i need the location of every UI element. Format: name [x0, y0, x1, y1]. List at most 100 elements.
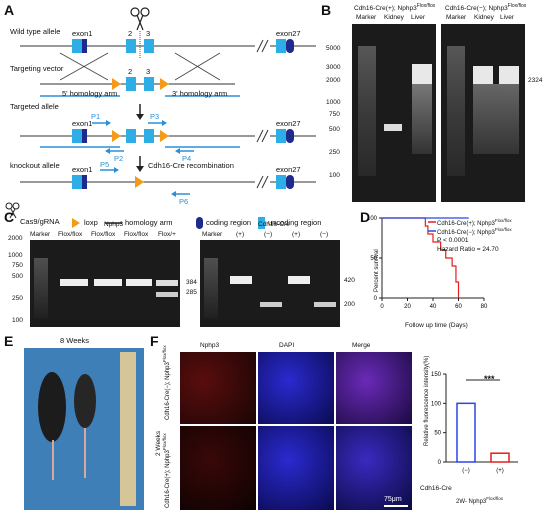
- sig-stars: ***: [484, 374, 495, 384]
- bar-sub-label: 2W- Nphp3Flox/flox: [456, 496, 504, 505]
- age-2weeks: 2 Weeks: [155, 430, 162, 456]
- lane-c2-0: Marker: [202, 231, 223, 238]
- survival-line-0: [382, 217, 460, 298]
- band-label-2324: 2324: [528, 77, 543, 84]
- lane-c1-4: Flox/+: [158, 231, 176, 238]
- primer-p1: P1: [91, 112, 101, 121]
- img-merge-bottom: [336, 426, 412, 510]
- panel-letter-e: E: [4, 333, 14, 349]
- survival-xlabel: Follow up time (Days): [405, 322, 468, 329]
- lane-c2-3: (+): [292, 231, 301, 238]
- scale-bar-label: 75μm: [384, 496, 402, 503]
- ladder-b-1000: 1000: [326, 99, 341, 106]
- lane-b-liver: Liver: [411, 14, 426, 21]
- legend-cre-neg: Cdh16-Cre(−); Nphp3Flox/flox: [437, 227, 512, 236]
- y-tick-label: 0: [374, 296, 378, 302]
- bar-1: [490, 452, 510, 463]
- label-knockout-allele: knockout allele: [10, 161, 60, 170]
- survival-chart: 0 20 40 60 80 0 50 100: [367, 216, 488, 310]
- gel-c-right: [200, 240, 340, 327]
- panel-letter-b: B: [321, 2, 332, 18]
- exon3-label-tv: 3: [146, 67, 151, 76]
- legend-coding: coding region: [206, 218, 252, 227]
- bar-group-label: Cdh16-Cre: [420, 485, 452, 492]
- label-targeting-vector: Targeting vector: [10, 64, 64, 73]
- exon27-label-ko: exon27: [276, 165, 301, 174]
- panel-letter-a: A: [4, 2, 15, 18]
- legend-loxp: loxp: [84, 218, 98, 227]
- gel-c-gene2: Cdh16-Cre: [258, 221, 290, 228]
- bar-y-tick-label: 50: [434, 431, 441, 437]
- lane-c2-1: (+): [236, 231, 245, 238]
- pvalue-text: P < 0.0001: [437, 237, 469, 244]
- bar-category-label: (−): [462, 468, 470, 474]
- mouse-large: [38, 372, 66, 442]
- hazard-text: Hazard Ratio = 24.70: [437, 246, 499, 253]
- lane-c2-4: (−): [320, 231, 329, 238]
- legend-uncoding: uncoding region: [268, 218, 322, 227]
- primer-p6: P6: [179, 197, 189, 206]
- scissors-icon: [130, 7, 150, 31]
- ladder-c-500: 500: [12, 273, 23, 280]
- exon2-label-tv: 2: [128, 67, 133, 76]
- bar-y-tick-label: 0: [438, 460, 442, 466]
- legend-homology: homology arm: [125, 218, 173, 227]
- ladder-b-5000: 5000: [326, 45, 341, 52]
- homology-3-label: 3' homology arm: [172, 89, 228, 98]
- ladder-c-2000: 2000: [8, 235, 23, 242]
- y-tick-label: 50: [370, 256, 377, 262]
- recombination-label: Cdh16-Cre recombination: [148, 161, 234, 170]
- gel-b-header-right: Cdh16-Cre(−); Nphp3Flox/flox: [445, 3, 527, 13]
- col-nphp3: Nphp3: [200, 342, 220, 349]
- gel-b-left: [352, 24, 436, 202]
- mouse-small: [74, 374, 96, 428]
- panel-letter-c: C: [4, 209, 15, 225]
- scale-bar: [384, 505, 408, 507]
- img-merge-top: [336, 352, 412, 424]
- primer-p3: P3: [150, 112, 160, 121]
- x-tick-label: 80: [481, 304, 488, 310]
- exon2-label: 2: [128, 29, 133, 38]
- band-label-420: 420: [344, 277, 355, 284]
- lane-c1-1: Flox/flox: [58, 231, 83, 238]
- lane-b-liver2: Liver: [500, 14, 515, 21]
- img-dapi-bottom: [258, 426, 334, 510]
- row-bottom-label: Cdh16-Cre(+); Nphp3Flox/flox: [162, 433, 171, 508]
- ladder-c-100: 100: [12, 317, 23, 324]
- col-merge: Merge: [352, 342, 371, 349]
- row-top-label: Cdh16-Cre(−); Nphp3Flox/flox: [162, 345, 171, 420]
- bar-0: [456, 402, 476, 463]
- scissors-icon: [5, 202, 20, 219]
- gel-c-left: [30, 240, 180, 327]
- lane-b-marker: Marker: [356, 14, 377, 21]
- img-nphp3-top: [180, 352, 256, 424]
- x-tick-label: 60: [455, 304, 462, 310]
- legend-cre-pos: Cdh16-Cre(+); Nphp3Flox/flox: [437, 218, 512, 227]
- bar-ylabel: Relative fluorescence intensity(%): [424, 355, 430, 446]
- img-nphp3-bottom: [180, 426, 256, 510]
- bar-y-tick-label: 150: [431, 372, 442, 378]
- x-tick-label: 40: [430, 304, 437, 310]
- ladder-b-750: 750: [329, 111, 340, 118]
- y-tick-label: 100: [367, 216, 378, 222]
- ladder-c-250: 250: [12, 295, 23, 302]
- lane-c1-3: Flox/flox: [124, 231, 149, 238]
- mouse-photo: [24, 348, 144, 510]
- homology-5-label: 5' homology arm: [62, 89, 118, 98]
- gel-b-right: [441, 24, 525, 202]
- band-label-285: 285: [186, 289, 197, 296]
- lane-c2-2: (−): [264, 231, 273, 238]
- exon1-label-ta: exon1: [72, 119, 93, 128]
- band-label-384: 384: [186, 279, 197, 286]
- ladder-c-750: 750: [12, 262, 23, 269]
- exon27-label: exon27: [276, 29, 301, 38]
- ladder-c-1000: 1000: [8, 252, 23, 259]
- ladder-b-100: 100: [329, 172, 340, 179]
- x-tick-label: 0: [380, 304, 384, 310]
- x-tick-label: 20: [404, 304, 411, 310]
- gel-c-gene1: Nphp3: [104, 221, 124, 228]
- exon3-label: 3: [146, 29, 151, 38]
- exon1-label: exon1: [72, 29, 93, 38]
- img-dapi-top: [258, 352, 334, 424]
